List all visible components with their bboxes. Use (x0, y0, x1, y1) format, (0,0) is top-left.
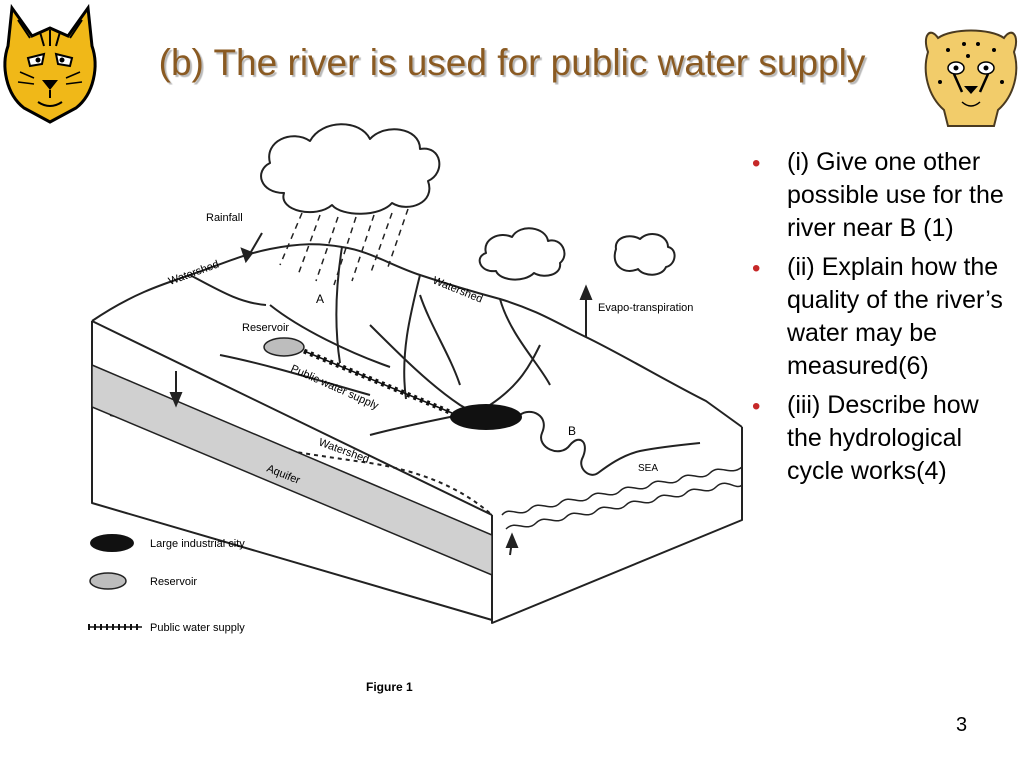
label-reservoir: Reservoir (242, 322, 289, 334)
terrain-surface (91, 243, 743, 428)
question-list: • (i) Give one other possible use for th… (752, 146, 1014, 494)
reservoir-blob (263, 337, 305, 357)
label-evapotranspiration: Evapo-transpiration (598, 302, 693, 314)
bobcat-logo-icon (3, 3, 97, 124)
industrial-city-blob (450, 404, 522, 430)
cheetah-logo-icon (924, 29, 1018, 127)
label-point-b: B (568, 424, 576, 438)
bullet-dot-icon: • (752, 393, 761, 420)
diagram-legend: Large industrial city Reservoir Public w… (88, 534, 245, 634)
legend-symbol-city (90, 534, 134, 552)
hydrology-diagram: Rainfall Watershed Watershed A Reservoir… (88, 123, 743, 694)
aquifer-band (91, 363, 493, 577)
label-watershed-right: Watershed (431, 275, 484, 306)
legend-label-city: Large industrial city (150, 538, 245, 550)
question-text: (iii) Describe how the hydrological cycl… (787, 391, 979, 485)
legend-label-pipe: Public water supply (150, 622, 245, 634)
legend-symbol-reservoir (89, 572, 127, 590)
figure-caption: Figure 1 (366, 680, 413, 694)
rain-streaks (279, 208, 409, 286)
label-point-a: A (316, 292, 324, 306)
label-sea: SEA (638, 463, 658, 474)
bullet-dot-icon: • (752, 150, 761, 177)
evaporation-cloud-1 (478, 227, 566, 281)
question-item: • (i) Give one other possible use for th… (752, 146, 1014, 245)
legend-label-reservoir: Reservoir (150, 576, 197, 588)
question-item: • (iii) Describe how the hydrological cy… (752, 389, 1014, 488)
rain-cloud (260, 123, 441, 215)
land-block-outline (91, 321, 743, 624)
evaporation-cloud-2 (613, 232, 676, 276)
question-item: • (ii) Explain how the quality of the ri… (752, 251, 1014, 383)
question-text: (ii) Explain how the quality of the rive… (787, 253, 1003, 380)
sea-waves (501, 466, 743, 516)
slide-title: (b) The river is used for public water s… (158, 42, 866, 83)
label-watershed-front: Watershed (317, 437, 371, 466)
bullet-dot-icon: • (752, 255, 761, 282)
page-number: 3 (956, 714, 968, 736)
label-public-water-supply: Public water supply (289, 363, 381, 413)
river (369, 324, 701, 476)
label-rainfall: Rainfall (206, 212, 243, 224)
label-watershed-left: Watershed (167, 258, 221, 287)
question-text: (i) Give one other possible use for the … (787, 148, 1004, 242)
